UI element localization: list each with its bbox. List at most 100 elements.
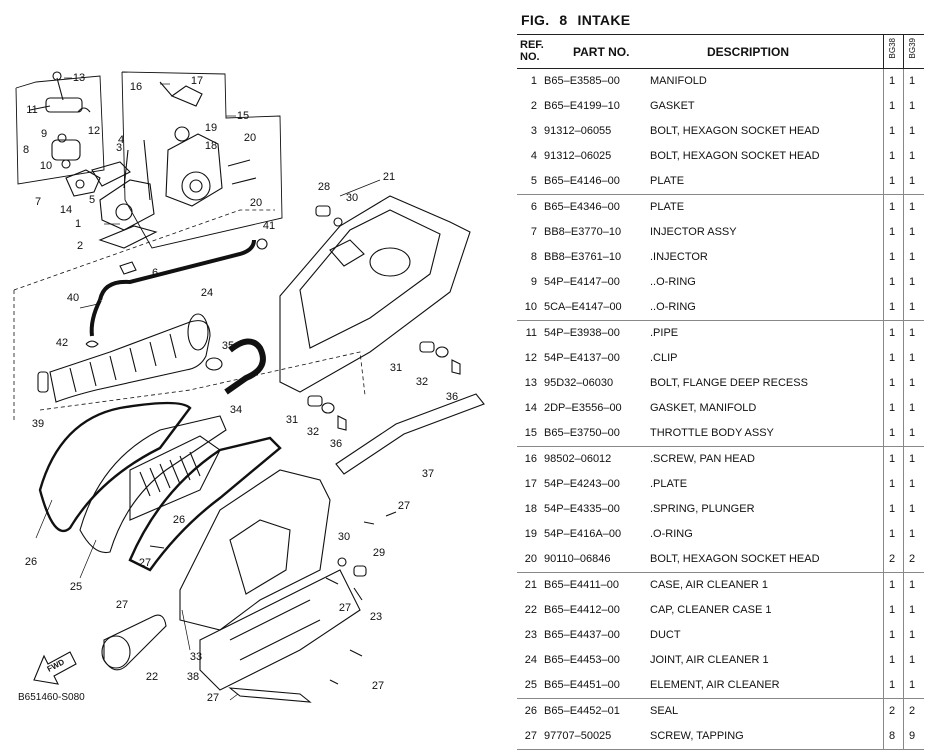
qty-model-2-cell: 1 <box>908 679 916 691</box>
part-number-cell: B65–E4146–00 <box>544 175 620 187</box>
qty-model-1-cell: 1 <box>888 679 896 691</box>
qty-model-1-cell: 1 <box>888 352 896 364</box>
callout-number: 6 <box>151 267 159 279</box>
callout-number: 30 <box>337 531 351 543</box>
callout-number: 18 <box>204 140 218 152</box>
qty-model-2-cell: 1 <box>908 276 916 288</box>
description-cell: .PIPE <box>650 327 679 339</box>
ref-cell: 7 <box>530 226 537 238</box>
callout-number: 34 <box>229 404 243 416</box>
description-cell: MANIFOLD <box>650 75 707 87</box>
description-cell: DUCT <box>650 629 681 641</box>
ref-cell: 22 <box>524 604 537 616</box>
qty-model-2-cell: 1 <box>908 503 916 515</box>
qty-model-2-cell: 1 <box>908 629 916 641</box>
callout-number: 16 <box>129 81 143 93</box>
qty-model-2-cell: 1 <box>908 150 916 162</box>
callout-number: 26 <box>172 514 186 526</box>
qty-model-1-cell: 1 <box>888 150 896 162</box>
ref-cell: 3 <box>530 125 537 137</box>
part-number-cell: B65–E4346–00 <box>544 201 620 213</box>
qty-model-1-cell: 8 <box>888 730 896 742</box>
part-number-cell: B65–E4437–00 <box>544 629 620 641</box>
description-cell: .SPRING, PLUNGER <box>650 503 755 515</box>
callout-number: 31 <box>285 414 299 426</box>
table-header: REF. NO. PART NO. DESCRIPTION BG38 BG39 <box>517 34 924 69</box>
qty-model-1-cell: 1 <box>888 301 896 313</box>
qty-model-2-cell: 1 <box>908 100 916 112</box>
qty-model-2-cell: 1 <box>908 226 916 238</box>
column-divider <box>903 447 904 572</box>
header-model-2: BG39 <box>903 35 922 68</box>
part-number-cell: BB8–E3770–10 <box>544 226 622 238</box>
ref-cell: 19 <box>524 528 537 540</box>
description-cell: .PLATE <box>650 478 688 490</box>
header-part-no: PART NO. <box>573 45 630 59</box>
qty-model-1-cell: 1 <box>888 528 896 540</box>
part-number-cell: B65–E3750–00 <box>544 427 620 439</box>
callout-number: 32 <box>306 426 320 438</box>
description-cell: BOLT, FLANGE DEEP RECESS <box>650 377 808 389</box>
callout-number: 35 <box>221 340 235 352</box>
description-cell: ..O-RING <box>650 301 696 313</box>
callout-number: 5 <box>88 194 96 206</box>
qty-model-1-cell: 1 <box>888 226 896 238</box>
callout-number: 27 <box>338 602 352 614</box>
ref-cell: 10 <box>524 301 537 313</box>
callout-number: 20 <box>243 132 257 144</box>
column-divider <box>883 69 884 194</box>
callout-number: 41 <box>262 220 276 232</box>
figure-name: INTAKE <box>577 12 631 28</box>
callout-number: 15 <box>236 110 250 122</box>
ref-cell: 27 <box>524 730 537 742</box>
header-ref-line2: NO. <box>520 51 540 63</box>
part-number-cell: B65–E4199–10 <box>544 100 620 112</box>
qty-model-1-cell: 1 <box>888 629 896 641</box>
callout-number: 36 <box>329 438 343 450</box>
part-number-cell: 98502–06012 <box>544 453 612 465</box>
description-cell: PLATE <box>650 175 685 187</box>
ref-cell: 2 <box>530 100 537 112</box>
callout-number: 7 <box>34 196 42 208</box>
part-number-cell: 95D32–06030 <box>544 377 614 389</box>
qty-model-2-cell: 1 <box>908 528 916 540</box>
column-divider <box>903 321 904 446</box>
qty-model-1-cell: 1 <box>888 654 896 666</box>
part-number-cell: 97707–50025 <box>544 730 612 742</box>
callout-number: 42 <box>55 337 69 349</box>
ref-cell: 17 <box>524 478 537 490</box>
qty-model-1-cell: 1 <box>888 175 896 187</box>
ref-cell: 16 <box>524 453 537 465</box>
callout-number: 33 <box>189 651 203 663</box>
qty-model-2-cell: 1 <box>908 175 916 187</box>
part-number-cell: B65–E3585–00 <box>544 75 620 87</box>
qty-model-2-cell: 1 <box>908 352 916 364</box>
part-number-cell: 54P–E4147–00 <box>544 276 620 288</box>
ref-cell: 14 <box>524 402 537 414</box>
ref-cell: 21 <box>524 579 537 591</box>
description-cell: .INJECTOR <box>650 251 708 263</box>
callout-number: 27 <box>397 500 411 512</box>
qty-model-2-cell: 1 <box>908 402 916 414</box>
description-cell: .O-RING <box>650 528 693 540</box>
ref-cell: 13 <box>524 377 537 389</box>
ref-cell: 6 <box>530 201 537 213</box>
image-code: B651460-S080 <box>18 692 85 703</box>
ref-cell: 4 <box>530 150 537 162</box>
callout-number: 19 <box>204 122 218 134</box>
qty-model-1-cell: 1 <box>888 75 896 87</box>
qty-model-2-cell: 9 <box>908 730 916 742</box>
figure-label: FIG. <box>521 12 550 28</box>
